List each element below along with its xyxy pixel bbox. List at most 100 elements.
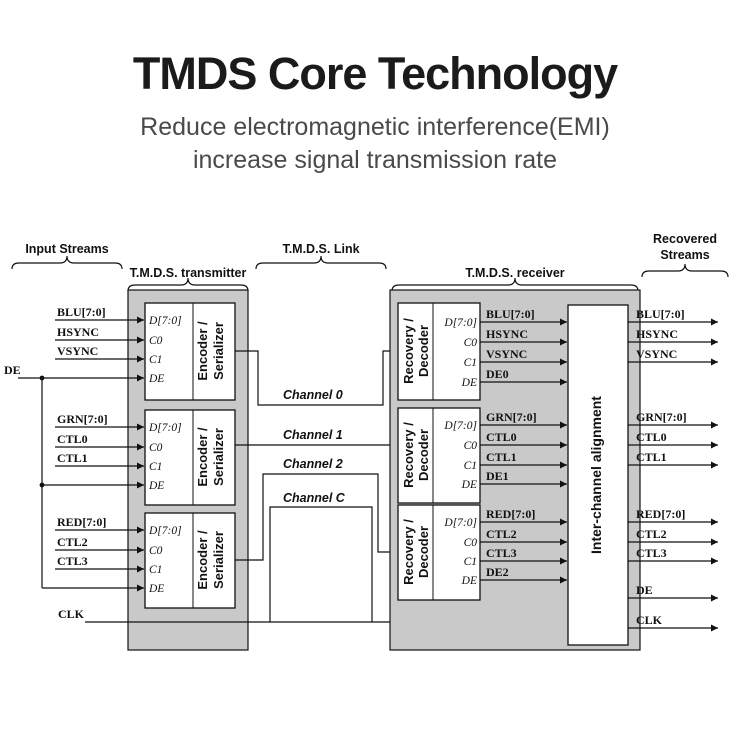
encoder-2-label-1: Encoder / [195,427,210,487]
mid-de2-label: DE2 [486,565,509,579]
receiver-brace [391,277,639,292]
recovered-mid-labels: BLU[7:0] HSYNC VSYNC DE0 GRN[7:0] CTL0 C… [486,307,537,579]
input-ctl2-label: CTL2 [57,535,88,549]
encoder-3-label-2: Serializer [211,531,226,589]
encoder-3-port-c1: C1 [149,564,162,576]
section-labels: Input Streams T.M.D.S. transmitter T.M.D… [11,232,729,292]
input-clk-label: CLK [58,607,85,621]
transmitter-brace [127,277,249,292]
recovery-2-port-d: D[7:0] [443,420,477,432]
recovery-3-label-1: Recovery / [401,519,416,585]
mid-ctl1-label: CTL1 [486,450,517,464]
recovered-streams-label-2: Streams [660,248,709,262]
channel-labels: Channel 0 Channel 1 Channel 2 Channel C [283,388,346,505]
recovery-1-port-c1: C1 [464,357,477,369]
mid-vsync-label: VSYNC [486,347,527,361]
input-ctl3-label: CTL3 [57,554,88,568]
input-ctl1-label: CTL1 [57,451,88,465]
receiver-section: Recovery / Decoder D[7:0] C0 C1 DE Recov… [389,289,641,651]
output-grn-label: GRN[7:0] [636,410,687,424]
recovery-2-box [397,407,481,504]
mid-de0-label: DE0 [486,367,509,381]
transmitter-section: D[7:0] C0 C1 DE Encoder / Serializer D[7… [127,289,249,651]
recovery-3-label-2: Decoder [416,526,431,578]
encoder-block-1: D[7:0] C0 C1 DE Encoder / Serializer [144,302,236,401]
channel-c-wire [269,506,373,622]
channel-c-label: Channel C [283,491,346,505]
recovery-2-port-de: DE [461,479,477,491]
encoder-3-box [144,512,236,609]
mid-ctl0-label: CTL0 [486,430,517,444]
subtitle-line-1: Reduce electromagnetic interference(EMI) [140,113,610,141]
encoder-3-port-c0: C0 [149,545,163,557]
input-blu-label: BLU[7:0] [57,305,106,319]
input-red-label: RED[7:0] [57,515,106,529]
encoder-1-box [144,302,236,401]
input-hsync-label: HSYNC [57,325,99,339]
recovery-3-port-de: DE [461,575,477,587]
channel-2-wire [235,473,397,561]
encoder-block-2: D[7:0] C0 C1 DE Encoder / Serializer [144,409,236,506]
recovery-block-2: Recovery / Decoder D[7:0] C0 C1 DE [397,407,481,504]
alignment-box [567,304,629,646]
output-ctl2-label: CTL2 [636,527,667,541]
channel-1-label: Channel 1 [283,428,343,442]
recovery-2-label-1: Recovery / [401,422,416,488]
input-vsync-label: VSYNC [57,344,98,358]
recovery-block-1: Recovery / Decoder D[7:0] C0 C1 DE [397,302,481,401]
recovery-1-label-2: Decoder [416,325,431,377]
encoder-2-box [144,409,236,506]
encoder-2-port-c0: C0 [149,442,163,454]
input-de-label: DE [4,363,21,377]
recovery-block-3: Recovery / Decoder D[7:0] C0 C1 DE [397,504,481,601]
encoder-2-label-2: Serializer [211,428,226,486]
output-de-label: DE [636,583,653,597]
input-signal-labels: BLU[7:0] HSYNC VSYNC DE GRN[7:0] CTL0 CT… [4,305,108,621]
encoder-1-port-d: D[7:0] [148,315,182,327]
recovery-3-port-c0: C0 [464,537,478,549]
encoder-3-port-d: D[7:0] [148,525,182,537]
transmitter-label: T.M.D.S. transmitter [130,266,247,280]
mid-grn-label: GRN[7:0] [486,410,537,424]
output-vsync-label: VSYNC [636,347,677,361]
output-blu-label: BLU[7:0] [636,307,685,321]
recovery-1-port-c0: C0 [464,337,478,349]
link-label: T.M.D.S. Link [282,242,359,256]
recovery-to-alignment-wires [480,318,567,584]
recovery-3-port-c1: C1 [464,556,477,568]
output-ctl3-label: CTL3 [636,546,667,560]
mid-hsync-label: HSYNC [486,327,528,341]
receiver-label: T.M.D.S. receiver [465,266,564,280]
input-streams-brace [11,255,123,270]
output-ctl1-label: CTL1 [636,450,667,464]
mid-ctl2-label: CTL2 [486,527,517,541]
de-junction-dot-1 [39,375,45,381]
encoder-1-label-2: Serializer [211,322,226,380]
recovery-1-box [397,302,481,401]
subtitle-line-2: increase signal transmission rate [192,146,558,174]
channel-0-wire [235,347,397,406]
output-ctl0-label: CTL0 [636,430,667,444]
encoder-1-port-c1: C1 [149,354,162,366]
output-hsync-label: HSYNC [636,327,678,341]
recovery-1-port-de: DE [461,377,477,389]
encoder-2-port-d: D[7:0] [148,422,182,434]
output-red-label: RED[7:0] [636,507,685,521]
encoder-3-label-1: Encoder / [195,530,210,590]
header: TMDS Core Technology Reduce electromagne… [0,48,750,176]
recovery-1-label-1: Recovery / [401,318,416,384]
output-wires [628,318,718,632]
channel-2-label: Channel 2 [283,457,343,471]
input-streams-label: Input Streams [25,242,108,256]
recovery-3-box [397,504,481,601]
de-junction-dot-2 [39,482,45,488]
encoder-2-port-c1: C1 [149,461,162,473]
input-ctl0-label: CTL0 [57,432,88,446]
mid-blu-label: BLU[7:0] [486,307,535,321]
encoder-2-port-de: DE [148,480,164,492]
encoder-block-3: D[7:0] C0 C1 DE Encoder / Serializer [144,512,236,609]
recovered-streams-label-1: Recovered [653,232,717,246]
mid-de1-label: DE1 [486,469,509,483]
